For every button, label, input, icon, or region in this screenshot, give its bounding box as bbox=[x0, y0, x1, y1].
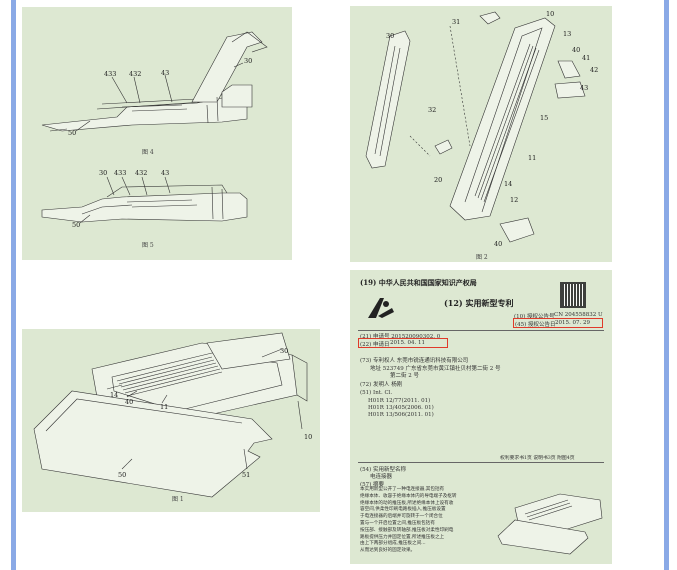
figure-4-drawing bbox=[41, 31, 268, 224]
left-edge-bar bbox=[11, 0, 16, 570]
app-date-label: (22) 申请日 bbox=[360, 342, 390, 348]
abstract-line: 于电连接器的后端并可旋转于一个闭合位 bbox=[360, 514, 443, 520]
app-no: (21) 申请号 201520090302. 0 bbox=[360, 334, 441, 340]
fig2-label-11: 11 bbox=[528, 154, 537, 162]
abstract-line: 从而达到良好的固定效果。 bbox=[360, 548, 416, 554]
figure-1-drawing bbox=[33, 332, 308, 498]
figure-2-panel: 10 13 30 31 32 20 40 41 42 43 15 11 14 1… bbox=[350, 6, 612, 262]
abstract-line: 置与一个开启位置之间,推压板包括有 bbox=[360, 520, 435, 526]
fig1-label-50: 50 bbox=[118, 471, 127, 479]
right-edge-bar bbox=[664, 0, 669, 570]
fig2-label-15: 15 bbox=[540, 114, 549, 122]
pub-no-value: CN 204558832 U bbox=[554, 312, 603, 318]
divider-mid bbox=[358, 462, 604, 463]
figure-1-panel: 30 14 40 11 10 50 51 图 1 bbox=[22, 329, 320, 512]
fig2-contacts bbox=[474, 43, 540, 203]
fig5-label-50: 50 bbox=[72, 221, 81, 229]
fig4-label-43: 43 bbox=[161, 69, 170, 77]
fig5-label-30: 30 bbox=[99, 169, 108, 177]
fig2-label-43: 43 bbox=[580, 84, 589, 92]
pub-date-value: 2015. 07. 29 bbox=[555, 320, 590, 326]
fig4-label-30: 30 bbox=[244, 57, 253, 65]
fig2-label-41: 41 bbox=[582, 54, 591, 62]
fig1-label-10: 10 bbox=[304, 433, 313, 441]
cl-3: H01R 13/506(2011. 01) bbox=[368, 412, 434, 418]
fig2-label-12: 12 bbox=[510, 196, 519, 204]
fig2-label-31: 31 bbox=[452, 18, 461, 26]
address-line-1: 地址 523749 广东省东莞市黄江镇社贝村第二街 2 号 bbox=[370, 366, 501, 372]
divider-top bbox=[358, 330, 604, 331]
abstract-line: 路板提供压力并固定位置,所述推压板之上 bbox=[360, 534, 445, 540]
pub-date-label: (45) 授权公告日 bbox=[515, 322, 556, 328]
fig4-label-50: 50 bbox=[68, 129, 77, 137]
fig1-label-11: 11 bbox=[160, 403, 169, 411]
fig4-caption: 图 4 bbox=[142, 149, 154, 156]
title-label: (54) 实用新型名称 bbox=[360, 467, 407, 473]
fig1-label-40: 40 bbox=[125, 398, 134, 406]
figure-4-5-panel: 433 432 43 30 50 图 4 30 433 432 43 50 图 … bbox=[22, 7, 292, 260]
fig2-label-42: 42 bbox=[590, 66, 599, 74]
cl-2: H01R 13/405(2006. 01) bbox=[368, 405, 434, 411]
fig1-label-51: 51 bbox=[242, 471, 251, 479]
fig1-contacts bbox=[116, 356, 223, 397]
fig1-label-30: 30 bbox=[280, 347, 289, 355]
qr-code-icon bbox=[560, 282, 586, 308]
fig2-label-30: 30 bbox=[386, 32, 395, 40]
fig2-label-13: 13 bbox=[563, 30, 572, 38]
app-date-highlight bbox=[358, 338, 448, 348]
sipo-logo-icon bbox=[368, 298, 394, 318]
abstract-line: 容空间,供柔性印刷电路板插入,推压板设置 bbox=[360, 507, 446, 513]
fig1-label-14: 14 bbox=[110, 391, 119, 399]
fig4-label-432: 432 bbox=[129, 70, 142, 78]
fig2-label-32: 32 bbox=[428, 106, 437, 114]
abstract-drawing bbox=[497, 493, 603, 555]
fig5-label-43: 43 bbox=[161, 169, 170, 177]
abstract-label: (57) 摘要 bbox=[360, 482, 385, 488]
abstract-body: 本实用新型公开了一种电连接器,其包括有 绝缘本体、收容于绝缘本体内的导电端子及枢… bbox=[360, 487, 488, 555]
fig1-caption: 图 1 bbox=[172, 496, 184, 503]
app-date-value: 2015. 04. 11 bbox=[390, 340, 425, 346]
applicant: (73) 专利权人 东莞市锐连通讯科技有限公司 bbox=[360, 358, 469, 364]
fig5-label-432: 432 bbox=[135, 169, 148, 177]
patent-header: (19) 中华人民共和国国家知识产权局 bbox=[360, 278, 477, 287]
cl-1: H01R 12/77(2011. 01) bbox=[368, 398, 431, 404]
fig5-label-433: 433 bbox=[114, 169, 127, 177]
figure-2-drawing bbox=[365, 11, 586, 243]
abstract-line: 绝缘本体的动的推压板,所述绝缘本体上设有收 bbox=[360, 500, 454, 506]
fig2-label-14: 14 bbox=[504, 180, 513, 188]
patent-type: (12) 实用新型专利 bbox=[444, 298, 514, 308]
abstract-line: 绝缘本体、收容于绝缘本体内的导电端子及枢转 bbox=[360, 493, 457, 499]
fig2-label-40-top: 40 bbox=[572, 46, 581, 54]
footer-note: 权利要求书1页 说明书3页 附图4页 bbox=[500, 456, 575, 461]
inventor: (72) 发明人 杨刚 bbox=[360, 382, 403, 388]
fig2-label-20: 20 bbox=[434, 176, 443, 184]
pub-no-label: (10) 授权公告号 bbox=[514, 314, 555, 320]
abstract-line: 按压部、接触部及转轴部,推压板对柔性印刷电 bbox=[360, 527, 454, 533]
address-line-2: 第二街 2 号 bbox=[390, 373, 419, 379]
pub-date-highlight bbox=[513, 318, 603, 328]
fig5-caption: 图 5 bbox=[142, 242, 154, 249]
abstract-line: 由上下两部分组成,推压板之间... bbox=[360, 541, 426, 547]
fig2-label-40-bottom: 40 bbox=[494, 240, 503, 248]
fig2-caption: 图 2 bbox=[476, 254, 488, 261]
title-value: 电连接器 bbox=[370, 474, 393, 480]
int-cl: (51) Int. Cl. bbox=[360, 390, 393, 396]
fig4-label-433: 433 bbox=[104, 70, 117, 78]
patent-front-page: (19) 中华人民共和国国家知识产权局 (12) 实用新型专利 (10) 授权公… bbox=[350, 270, 612, 564]
abstract-line: 本实用新型公开了一种电连接器,其包括有 bbox=[360, 487, 445, 492]
fig2-label-10: 10 bbox=[546, 10, 555, 18]
